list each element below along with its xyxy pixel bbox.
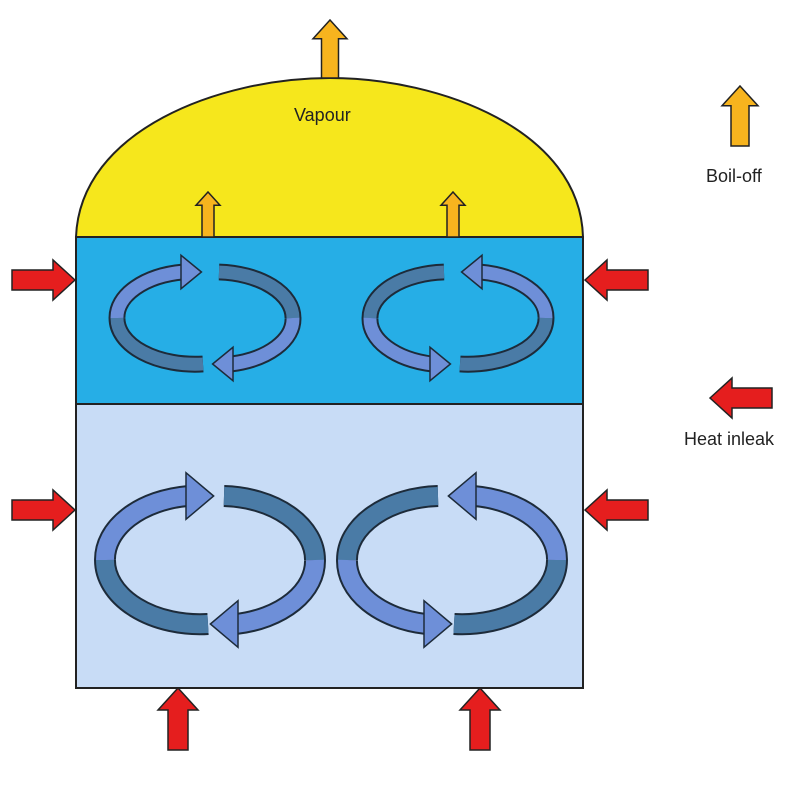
circulation-arrowhead bbox=[460, 253, 483, 291]
circulation-arrowhead bbox=[211, 345, 234, 383]
circulation-loop-lower-left bbox=[94, 471, 326, 649]
circulation-arrowhead bbox=[209, 599, 239, 649]
legend-heat-inleak-label: Heat inleak bbox=[684, 429, 775, 449]
circulation-loop-lower-right bbox=[336, 471, 568, 649]
legend-boil-off-label: Boil-off bbox=[706, 166, 762, 186]
circulation-arrowhead bbox=[447, 471, 477, 521]
heat-inleak-arrow-bottom-2 bbox=[458, 686, 502, 751]
boil-off-arrow-main bbox=[311, 18, 349, 79]
circulation-band-back bbox=[218, 265, 300, 319]
circulation-band-front bbox=[96, 487, 189, 561]
circulation-band-front bbox=[234, 559, 324, 633]
circulation-band-back bbox=[459, 317, 553, 371]
heat-inleak-arrow-left-1 bbox=[11, 258, 77, 302]
circulation-band-back bbox=[223, 487, 324, 561]
circulation-band-back bbox=[338, 487, 439, 561]
circulation-band-back bbox=[96, 559, 209, 634]
heat-inleak-arrow-left-2 bbox=[11, 488, 77, 532]
heat-inleak-arrow-right-1 bbox=[583, 258, 649, 302]
circulation-band-back bbox=[110, 317, 204, 371]
vapour-space bbox=[74, 76, 585, 238]
circulation-band-front bbox=[338, 559, 428, 633]
circulation-band-back bbox=[363, 265, 445, 319]
boil-off-arrow-right bbox=[439, 190, 467, 238]
vapour-label: Vapour bbox=[294, 105, 351, 125]
circulation-loop-upper-right bbox=[361, 253, 555, 383]
circulation-arrowhead bbox=[185, 471, 215, 521]
circulation-band-front bbox=[110, 265, 184, 319]
lower-liquid-layer bbox=[75, 403, 584, 689]
circulation-band-back bbox=[453, 559, 566, 634]
circulation-arrowhead bbox=[429, 345, 452, 383]
circulation-arrowhead bbox=[180, 253, 203, 291]
boil-off-arrow-left bbox=[194, 190, 222, 238]
heat-inleak-arrow-right-2 bbox=[583, 488, 649, 532]
heat-inleak-arrow-bottom-1 bbox=[156, 686, 200, 751]
circulation-band-front bbox=[479, 265, 553, 319]
upper-liquid-layer bbox=[75, 236, 584, 405]
legend-heat-inleak-arrow bbox=[708, 376, 773, 420]
circulation-band-front bbox=[473, 487, 566, 561]
circulation-arrowhead bbox=[423, 599, 453, 649]
circulation-band-front bbox=[363, 317, 433, 371]
legend-boil-off-arrow bbox=[720, 84, 760, 147]
circulation-band-front bbox=[230, 317, 300, 371]
circulation-loop-upper-left bbox=[108, 253, 302, 383]
